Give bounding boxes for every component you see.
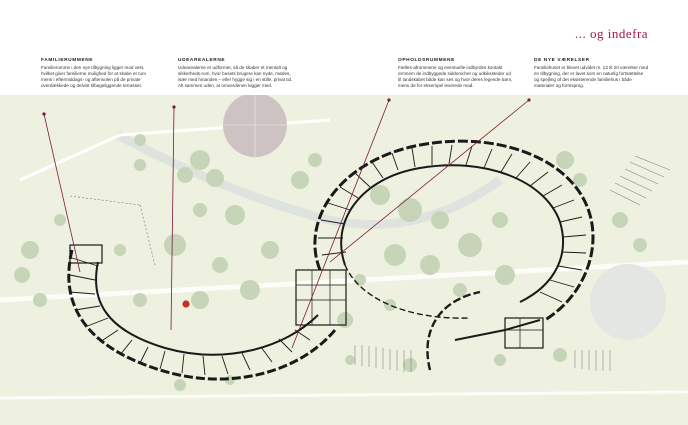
text-column-opholdsrummene: OPHOLDSRUMMENE Fælles-afrummene og event…: [398, 58, 513, 89]
parking: [354, 155, 671, 372]
playground: [182, 300, 190, 308]
existing-house: [590, 264, 666, 340]
text-column-familierummene: FAMILIERUMMENE Familierumme i den nye ti…: [41, 58, 156, 89]
column-heading: FAMILIERUMMENE: [41, 58, 94, 63]
leader-lines: [43, 99, 530, 349]
site-path: [0, 390, 688, 400]
page-title: ... og indefra: [575, 26, 649, 41]
column-text: Familiehuset er blevet udvidet m. 13 til…: [534, 65, 649, 89]
leader-dots: [42, 98, 531, 116]
column-text: Fælles-afrummene og eventuelle indbyrdes…: [398, 65, 513, 89]
trees: [14, 134, 647, 391]
column-heading: OPHOLDSRUMMENE: [398, 58, 455, 63]
site-plan: [0, 95, 688, 425]
column-heading: UDEAREALERNE: [178, 58, 226, 63]
building-walls: [67, 139, 595, 381]
site-path: [115, 131, 503, 229]
text-column-udearealerne: UDEAREALERNE Udearealerne er udformet, s…: [178, 58, 293, 89]
column-text: Udearealerne er udformet, så de skaber e…: [178, 65, 293, 89]
column-text: Familierumme i den nye tilbygning ligger…: [41, 65, 146, 89]
column-heading: DE NYE VÆRELSER: [534, 58, 590, 63]
text-column-nye-vaerelser: DE NYE VÆRELSER Familiehuset er blevet u…: [534, 58, 649, 89]
